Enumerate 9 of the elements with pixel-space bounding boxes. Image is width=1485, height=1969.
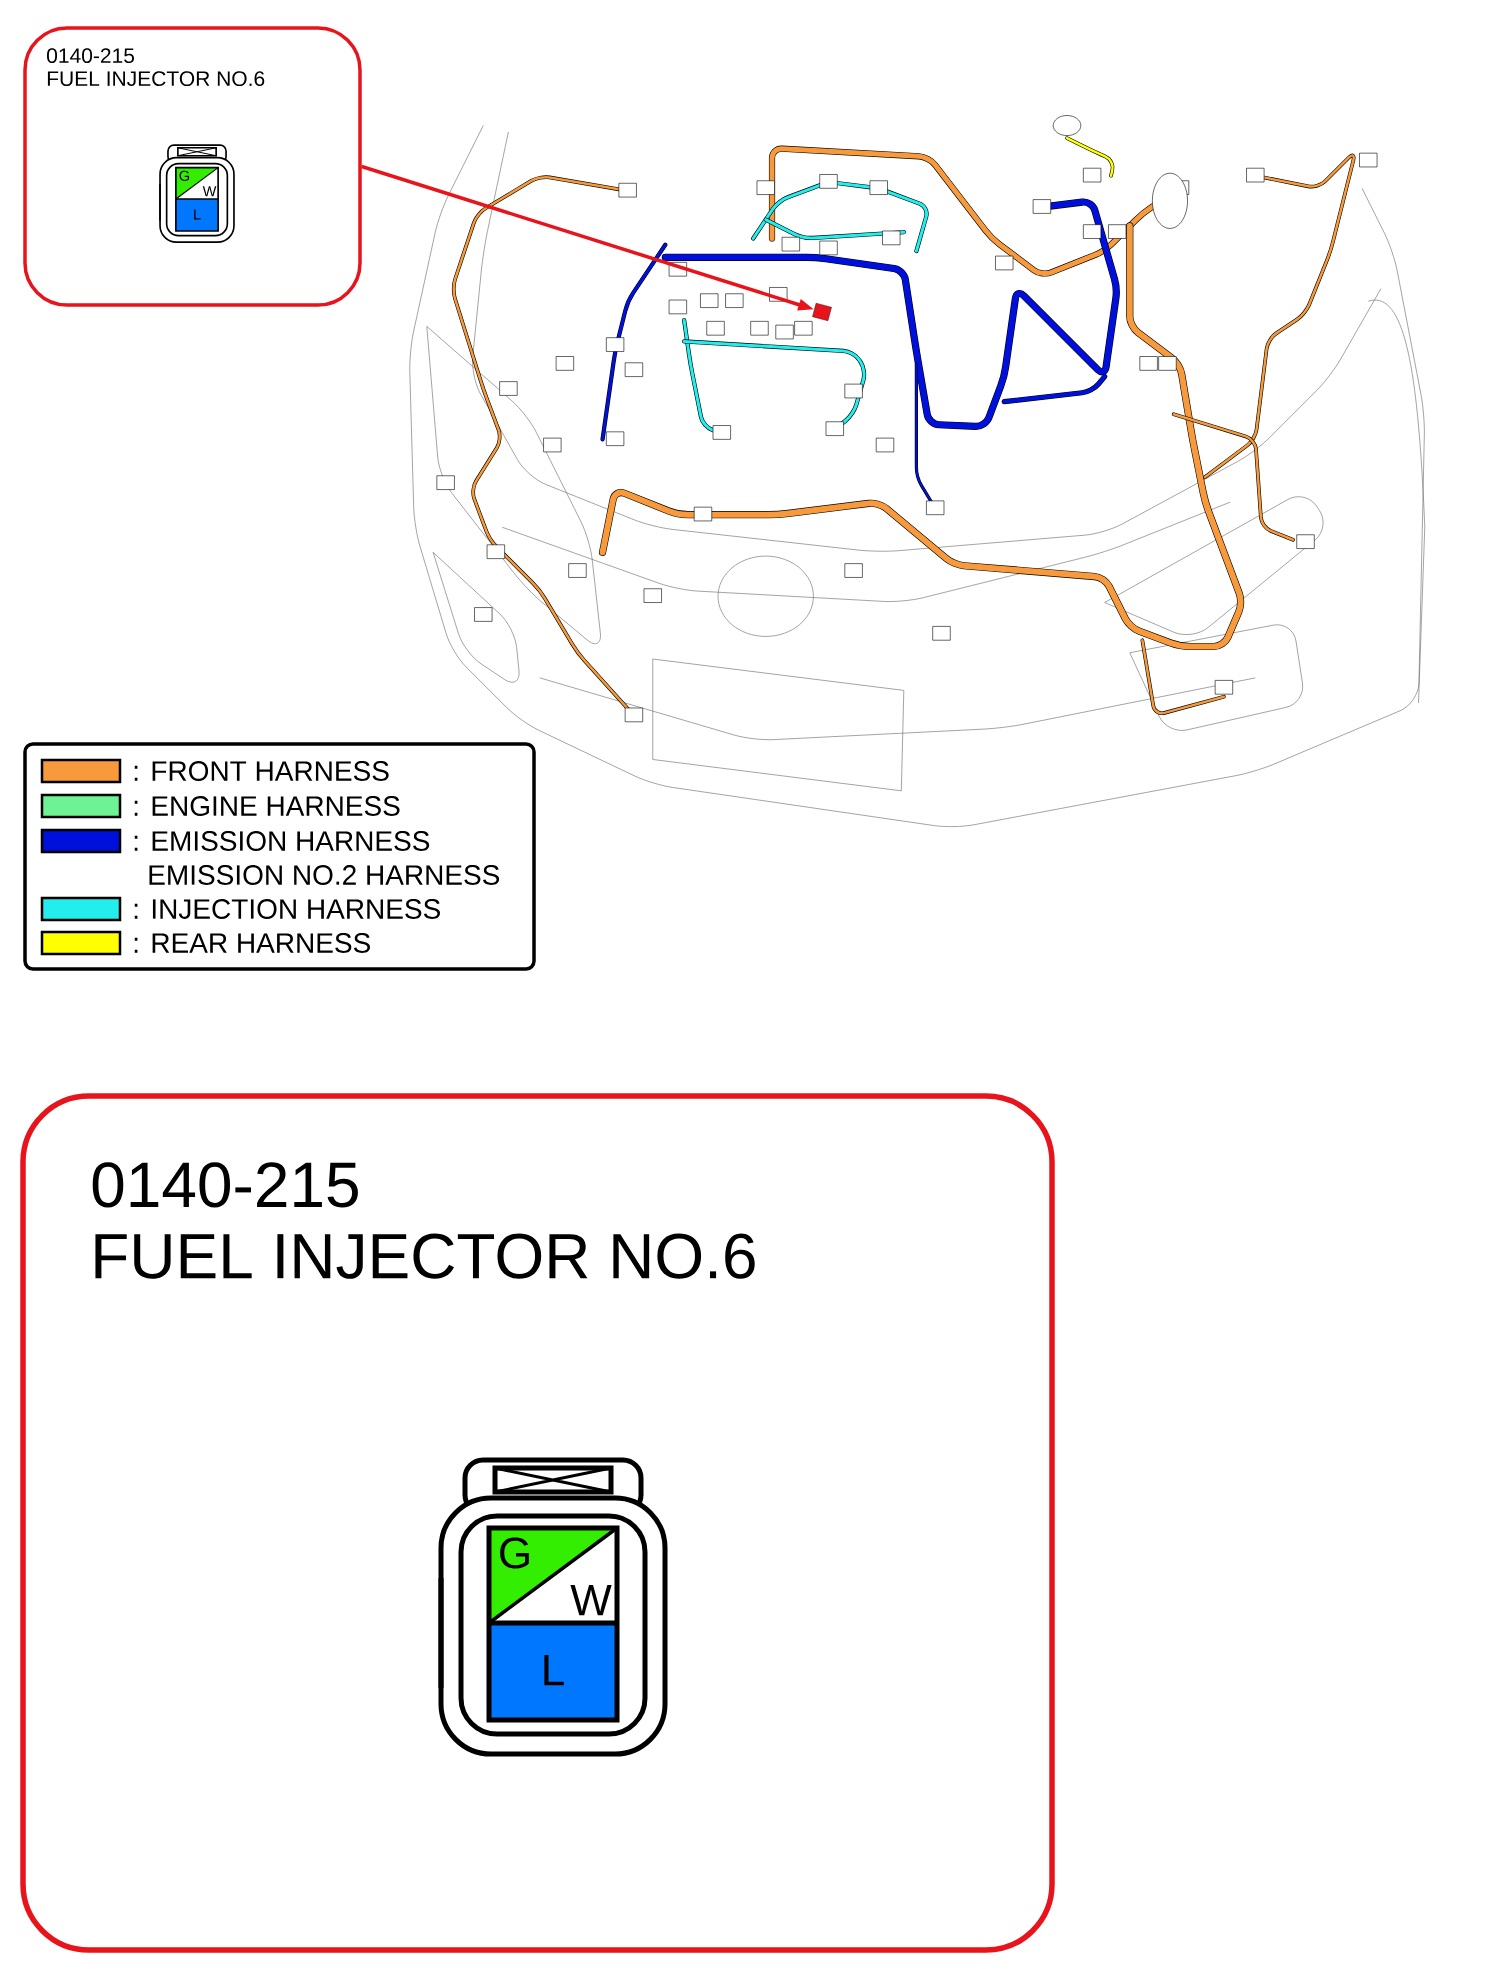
legend-entry: : INJECTION HARNESS	[40, 896, 440, 922]
connector-drawing: G W L	[438, 1457, 668, 1757]
legend-entry: : ENGINE HARNESS	[40, 793, 400, 819]
legend-entry: : EMISSION HARNESS	[40, 828, 430, 854]
connector-drawing: G W L	[159, 144, 235, 243]
legend-entry: : FRONT HARNESS	[40, 758, 389, 784]
injector-connector	[812, 302, 832, 322]
legend-entry: : REAR HARNESS	[40, 930, 370, 956]
legend-text: EMISSION NO.2 HARNESS	[149, 865, 500, 885]
